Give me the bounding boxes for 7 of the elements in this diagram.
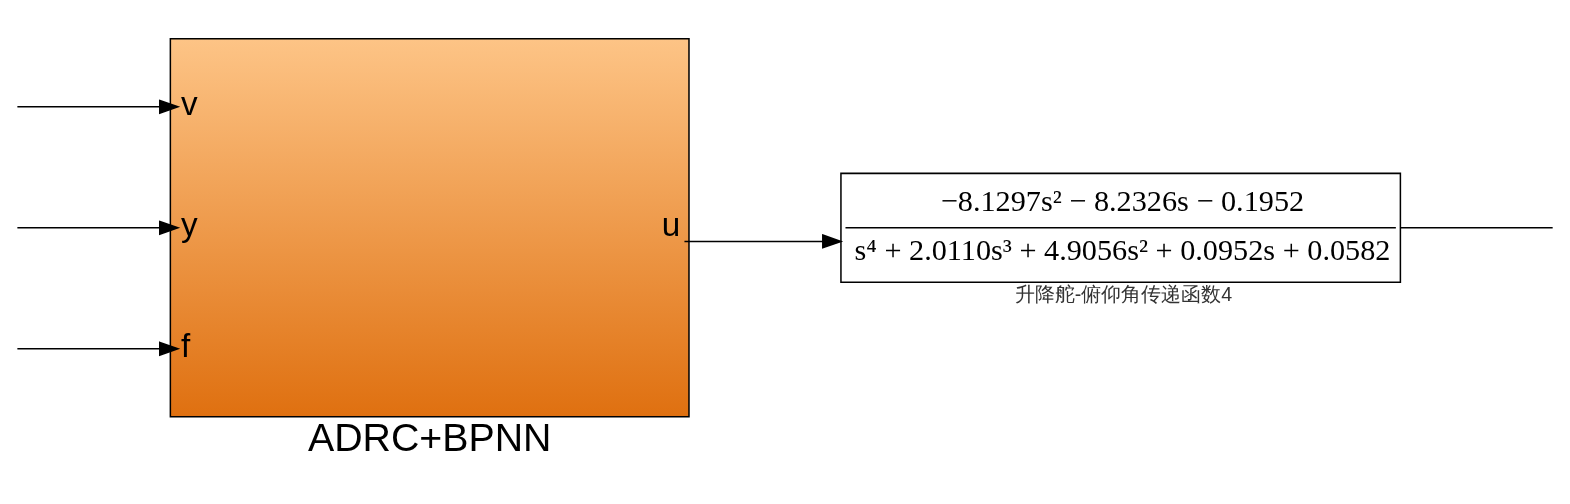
arrow [683, 234, 844, 249]
arrow [16, 99, 181, 115]
node-label: ADRC+BPNN [307, 415, 552, 460]
arrow [16, 220, 181, 236]
node-label: 升降舵-俯仰角传递函数4 [1014, 282, 1233, 305]
connector [1399, 227, 1554, 229]
arrow [16, 341, 181, 357]
